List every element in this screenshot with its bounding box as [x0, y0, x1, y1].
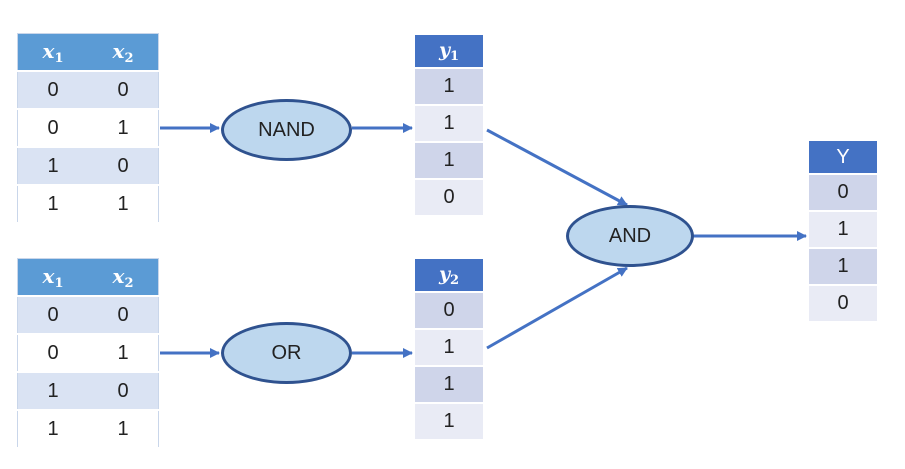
- table-row: 0 0: [17, 71, 159, 110]
- output-table-Y: Y 0 1 1 0: [809, 141, 877, 323]
- cell: 1: [88, 334, 159, 373]
- table-row: 0 0: [17, 296, 159, 335]
- input-table-1: x1 x2 0 0 0 1 1 0 1 1: [17, 33, 159, 224]
- cell: 1: [415, 366, 483, 404]
- cell: 1: [17, 185, 88, 224]
- cell: 1: [88, 410, 159, 449]
- output-table-y2: y2 0 1 1 1: [415, 259, 483, 441]
- header-x2: x2: [88, 33, 159, 72]
- cell: 1: [809, 248, 877, 286]
- cell: 0: [88, 147, 159, 186]
- cell: 0: [809, 174, 877, 212]
- table-row: 1 1: [17, 185, 159, 224]
- or-label: OR: [271, 341, 302, 364]
- header-x1: x1: [17, 33, 88, 72]
- cell: 0: [17, 334, 88, 373]
- table-row: 0 1: [17, 109, 159, 148]
- header-y2: y2: [415, 259, 483, 293]
- table-row: 0 1: [17, 334, 159, 373]
- cell: 1: [17, 410, 88, 449]
- cell: 0: [17, 296, 88, 335]
- and-label: AND: [608, 224, 652, 247]
- nand-label: NAND: [258, 118, 315, 141]
- table-row: 1 0: [17, 372, 159, 411]
- header-x1: x1: [17, 258, 88, 297]
- cell: 0: [88, 71, 159, 110]
- cell: 0: [88, 296, 159, 335]
- cell: 0: [415, 179, 483, 217]
- input-table-2: x1 x2 0 0 0 1 1 0 1 1: [17, 258, 159, 449]
- cell: 1: [415, 105, 483, 143]
- cell: 1: [17, 147, 88, 186]
- cell: 1: [415, 68, 483, 106]
- cell: 0: [88, 372, 159, 411]
- table-row: 1 1: [17, 410, 159, 449]
- nand-gate: NAND: [221, 99, 352, 161]
- header-y1: y1: [415, 35, 483, 69]
- arrow-y2-to-and: [486, 266, 628, 350]
- header-Y: Y: [809, 141, 877, 175]
- cell: 1: [17, 372, 88, 411]
- cell: 0: [415, 292, 483, 330]
- cell: 1: [809, 211, 877, 249]
- or-gate: OR: [221, 322, 352, 384]
- cell: 1: [415, 329, 483, 367]
- cell: 1: [88, 185, 159, 224]
- cell: 0: [17, 109, 88, 148]
- header-x2: x2: [88, 258, 159, 297]
- table-row: 1 0: [17, 147, 159, 186]
- output-table-y1: y1 1 1 1 0: [415, 35, 483, 217]
- and-gate: AND: [566, 205, 694, 267]
- cell: 1: [415, 403, 483, 441]
- cell: 0: [809, 285, 877, 323]
- cell: 1: [415, 142, 483, 180]
- cell: 0: [17, 71, 88, 110]
- arrow-y1-to-and: [486, 128, 628, 207]
- cell: 1: [88, 109, 159, 148]
